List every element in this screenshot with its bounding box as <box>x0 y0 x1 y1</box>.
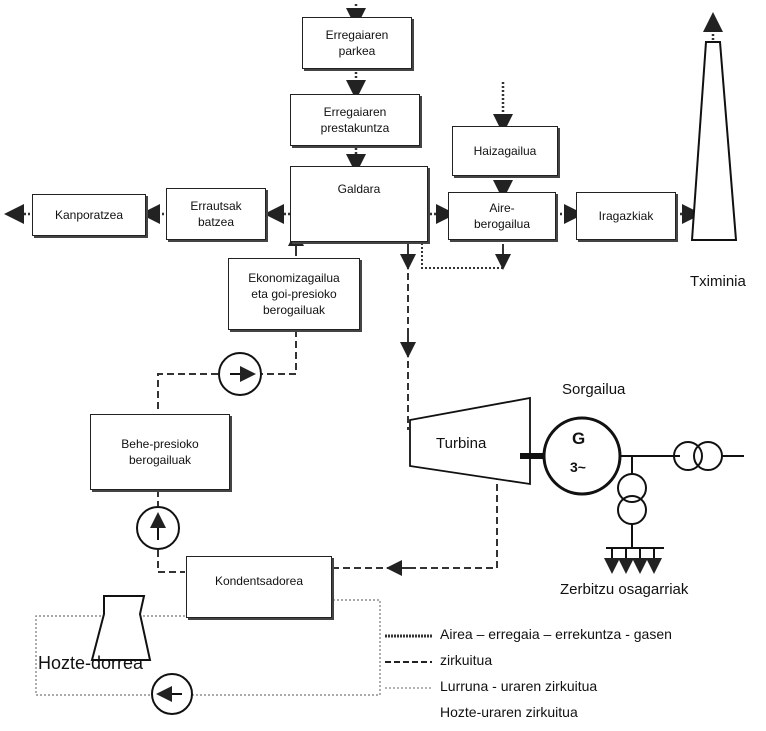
ash-collect-box: Errautsak batzea <box>166 188 266 240</box>
cooling-tower-shape <box>90 595 152 661</box>
transformer-aux-b <box>617 495 647 525</box>
chimney-shape <box>690 41 738 241</box>
cooling-tower-label: Hozte-dorrea <box>38 653 144 673</box>
legend-text-4: Hozte-uraren zirkuitua <box>440 704 578 720</box>
feedwater-line-lower <box>157 550 185 573</box>
condenser-box: Kondentsadorea <box>186 556 332 618</box>
economizer-box: Ekonomizagailua eta goi-presioko berogai… <box>228 258 360 330</box>
disposal-box: Kanporatzea <box>32 194 146 236</box>
feedwater-line-mid <box>157 373 218 412</box>
filters-box: Iragazkiak <box>576 192 676 240</box>
boiler-box: Galdara <box>290 166 428 242</box>
legend-text-1: Airea – erregaia – errekuntza - gasen <box>440 626 672 642</box>
lp-heaters-box: Behe-presioko berogailuak <box>90 414 230 490</box>
auxiliary-label: Zerbitzu osagarriak <box>560 581 689 598</box>
hot-air-return-line <box>421 240 504 269</box>
feedwater-line-upper <box>262 330 297 375</box>
air-heater-box: Aire- berogailua <box>448 192 556 240</box>
transformer-main-a <box>673 441 703 471</box>
fuel-prep-box: Erregaiaren prestakuntza <box>290 94 420 146</box>
generator-label: Sorgailua <box>562 381 626 398</box>
legend-text-2: zirkuitua <box>440 652 493 668</box>
turbine-shape <box>409 396 531 486</box>
cooling-water-loop <box>35 599 381 696</box>
chimney-label: Tximinia <box>690 273 746 290</box>
fan-box: Haizagailua <box>452 126 558 176</box>
turbine-label: Turbina <box>436 435 487 452</box>
transformer-aux-a <box>617 473 647 503</box>
generator-phase: 3~ <box>570 459 586 475</box>
transformer-main-b <box>693 441 723 471</box>
generator-letter: G <box>572 429 586 448</box>
legend-text-3: Lurruna - uraren zirkuitua <box>440 678 598 694</box>
fuel-park-box: Erregaiaren parkea <box>302 17 412 69</box>
